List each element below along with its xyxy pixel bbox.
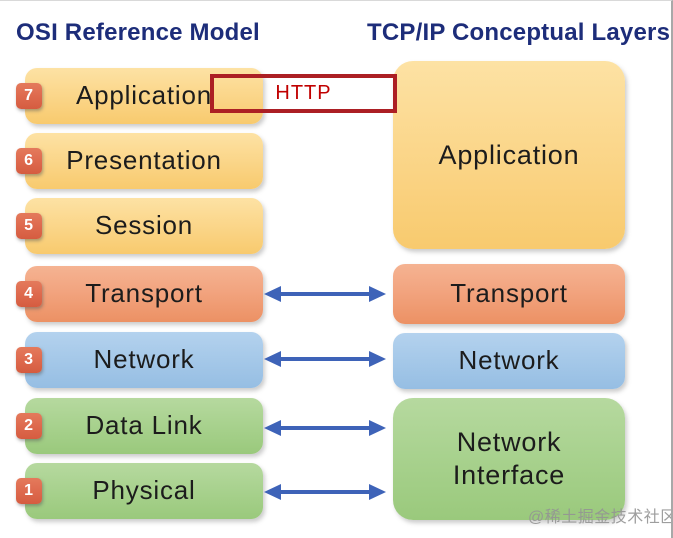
layer-label: Presentation xyxy=(66,145,222,176)
layer-number-badge: 2 xyxy=(16,413,42,439)
layer-label: Application xyxy=(76,80,212,111)
layer-label: Data Link xyxy=(85,410,203,441)
layer-label: Application xyxy=(438,139,580,170)
osi-layer-presentation: 6 Presentation xyxy=(16,133,263,189)
layer-number-badge: 4 xyxy=(16,281,42,307)
tcpip-layer-application: Application xyxy=(393,61,625,249)
layer-label: Network xyxy=(93,344,195,375)
layer-number-badge: 1 xyxy=(16,478,42,504)
layer-number-badge: 6 xyxy=(16,148,42,174)
tcpip-layer-network: Network xyxy=(393,333,625,389)
layer-number-badge: 3 xyxy=(16,347,42,373)
double-arrow-icon xyxy=(264,420,386,436)
layer-label: Transport xyxy=(450,278,568,309)
layer-label: Physical xyxy=(92,475,196,506)
double-arrow-icon xyxy=(264,484,386,500)
tcpip-layer-network-interface: Network Interface xyxy=(393,398,625,520)
watermark: @稀土掘金技术社区 xyxy=(528,509,673,526)
osi-layer-session: 5 Session xyxy=(16,198,263,254)
http-annotation-label: HTTP xyxy=(275,82,332,104)
osi-layer-physical: 1 Physical xyxy=(16,463,263,519)
http-annotation-box: HTTP xyxy=(210,74,397,113)
layer-label: Session xyxy=(94,210,194,241)
osi-layer-transport: 4 Transport xyxy=(16,266,263,322)
layer-label: Network xyxy=(458,345,560,376)
osi-column-title: OSI Reference Model xyxy=(16,19,260,46)
layer-label: Transport xyxy=(85,278,203,309)
double-arrow-icon xyxy=(264,286,386,302)
layer-label: Network Interface xyxy=(452,427,566,490)
osi-layer-network: 3 Network xyxy=(16,332,263,388)
layer-number-badge: 5 xyxy=(16,213,42,239)
layer-number-badge: 7 xyxy=(16,83,42,109)
double-arrow-icon xyxy=(264,351,386,367)
osi-layer-data-link: 2 Data Link xyxy=(16,398,263,454)
tcpip-layer-transport: Transport xyxy=(393,264,625,324)
tcpip-column-title: TCP/IP Conceptual Layers xyxy=(367,19,671,46)
